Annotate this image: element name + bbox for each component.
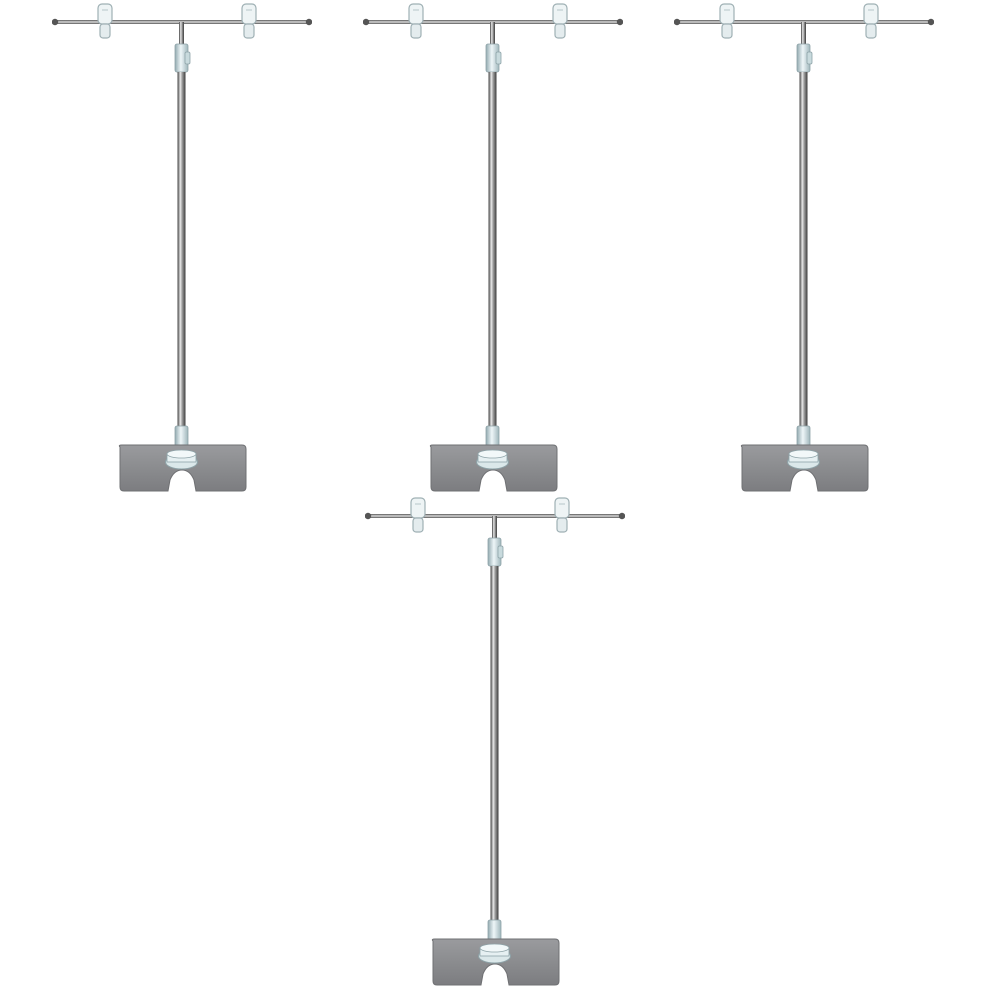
poster-stand-icon [674,0,934,495]
poster-stand-icon [363,0,623,495]
poster-stand-icon [52,0,312,495]
poster-stand-icon [365,494,625,989]
